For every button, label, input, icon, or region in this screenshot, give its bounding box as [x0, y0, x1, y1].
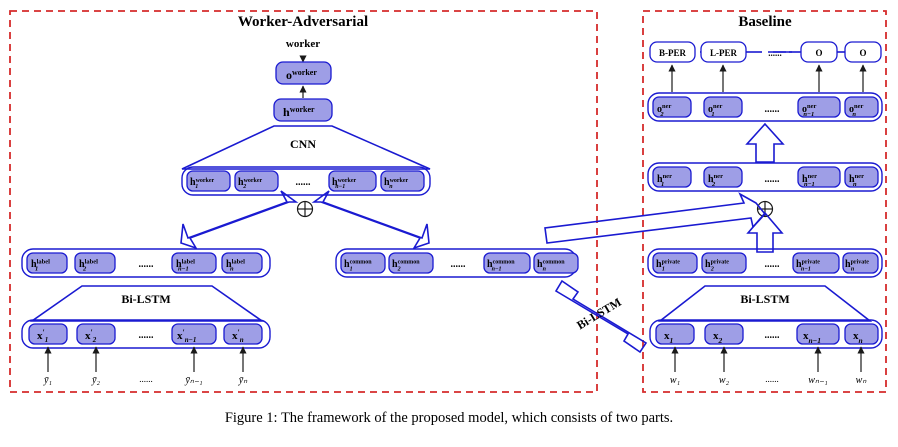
word-label-1: w₁	[670, 375, 680, 386]
node-xprime-n	[223, 323, 263, 345]
arrow-label-to-plus	[180, 190, 299, 250]
node-x-n-1	[796, 323, 840, 345]
node-x-n-label: xn	[853, 330, 863, 345]
node-h-private-2	[701, 252, 747, 274]
node-xprime-1-label: x′1	[37, 328, 48, 344]
tag-label-o-2: O	[859, 48, 866, 58]
h-private-row-group	[647, 248, 883, 278]
h-private-row-ellipsis: ......	[765, 259, 781, 270]
word-label-n: wₙ	[856, 375, 868, 386]
node-h-ner-n	[844, 166, 879, 188]
x-row-ellipsis: ......	[765, 330, 781, 341]
tag-label-o-1: O	[815, 48, 822, 58]
worker-output-label: worker	[286, 38, 320, 50]
label-row-group	[21, 248, 271, 278]
node-x-2-label: x2	[713, 330, 723, 345]
token-label-1: ȳ₁	[43, 375, 52, 386]
cnn-label: CNN	[290, 137, 316, 151]
node-x-1	[655, 323, 695, 345]
node-h-ner-n-1	[797, 166, 841, 188]
arrow-common-to-plus	[311, 190, 430, 250]
node-h-label-n	[221, 252, 263, 274]
node-x-n	[844, 323, 879, 345]
node-h-worker-2	[234, 170, 279, 192]
token-label-n: ȳₙ	[238, 375, 248, 386]
node-h-ner-2	[703, 166, 743, 188]
right-bilstm-trapezoid	[657, 285, 873, 322]
x-prime-row-ellipsis: ......	[139, 330, 155, 341]
node-h-common-2	[388, 252, 434, 274]
worker-row-ellipsis: ......	[296, 177, 312, 188]
x-row-group	[649, 319, 883, 349]
tag-box-b-per	[649, 41, 696, 63]
node-xprime-2-label: x′2	[85, 328, 97, 344]
word-label-n-1: wₙ₋₁	[808, 375, 827, 386]
token-ellipsis: ......	[139, 374, 153, 384]
node-o-ner-n-1	[797, 96, 841, 118]
node-h-common-n-1	[483, 252, 531, 274]
h-ner-row-group	[647, 162, 883, 192]
right-panel-border	[642, 10, 887, 393]
node-h-label-n-1	[171, 252, 217, 274]
label-row-ellipsis: ......	[139, 259, 155, 270]
cnn-trapezoid	[181, 125, 431, 170]
arrow-hprivate-to-right-plus	[746, 211, 784, 253]
node-h-label-2	[74, 252, 116, 274]
node-h-private-n-1	[792, 252, 840, 274]
node-h-worker-n-1	[328, 170, 377, 192]
arrow-common-to-right-plus	[544, 192, 767, 244]
node-o-ner-1	[703, 96, 743, 118]
node-h-worker-n	[380, 170, 425, 192]
token-label-n-1: ȳₙ₋₁	[184, 375, 202, 386]
node-xprime-n-1	[171, 323, 217, 345]
node-x-1-label: x1	[664, 330, 673, 345]
node-xprime-2	[76, 323, 116, 345]
node-o-ner-n	[844, 96, 879, 118]
figure-caption: Figure 1: The framework of the proposed …	[224, 410, 674, 426]
node-xprime-n-label: x′n	[232, 328, 244, 344]
node-x-2	[704, 323, 744, 345]
word-ellipsis: ......	[765, 374, 779, 384]
node-h-ner-1	[652, 166, 692, 188]
node-h-common-1	[340, 252, 386, 274]
node-h-common-n	[533, 252, 579, 274]
node-h-label-1	[26, 252, 68, 274]
node-h-worker-1	[186, 170, 231, 192]
h-ner-row-ellipsis: ......	[765, 174, 781, 185]
arrow-hner-to-oner	[745, 122, 785, 163]
o-ner-row-ellipsis: ......	[765, 104, 781, 115]
worker-row-group	[181, 166, 431, 196]
node-o-ner-2	[652, 96, 692, 118]
left-panel-title: Worker-Adversarial	[238, 14, 368, 30]
node-h-private-1	[652, 252, 698, 274]
left-panel-border	[9, 10, 598, 393]
tag-label-b-per: B-PER	[659, 48, 687, 58]
token-label-2: ȳ₂	[91, 375, 100, 386]
right-bilstm-label: Bi-LSTM	[740, 292, 789, 306]
word-label-2: w₂	[719, 375, 730, 386]
node-h-private-n	[842, 252, 879, 274]
tag-row-ellipsis: ......	[768, 48, 782, 58]
node-xprime-1	[28, 323, 68, 345]
common-row-ellipsis: ......	[451, 259, 467, 270]
o-ner-row-group	[647, 92, 883, 122]
shared-bilstm-arrow	[554, 279, 648, 354]
node-h-worker	[273, 98, 333, 122]
node-o-worker	[275, 61, 332, 85]
right-panel-title: Baseline	[738, 14, 792, 30]
tag-label-l-per: L-PER	[710, 48, 738, 58]
left-bilstm-label: Bi-LSTM	[121, 292, 170, 306]
x-prime-row-group	[21, 319, 271, 349]
